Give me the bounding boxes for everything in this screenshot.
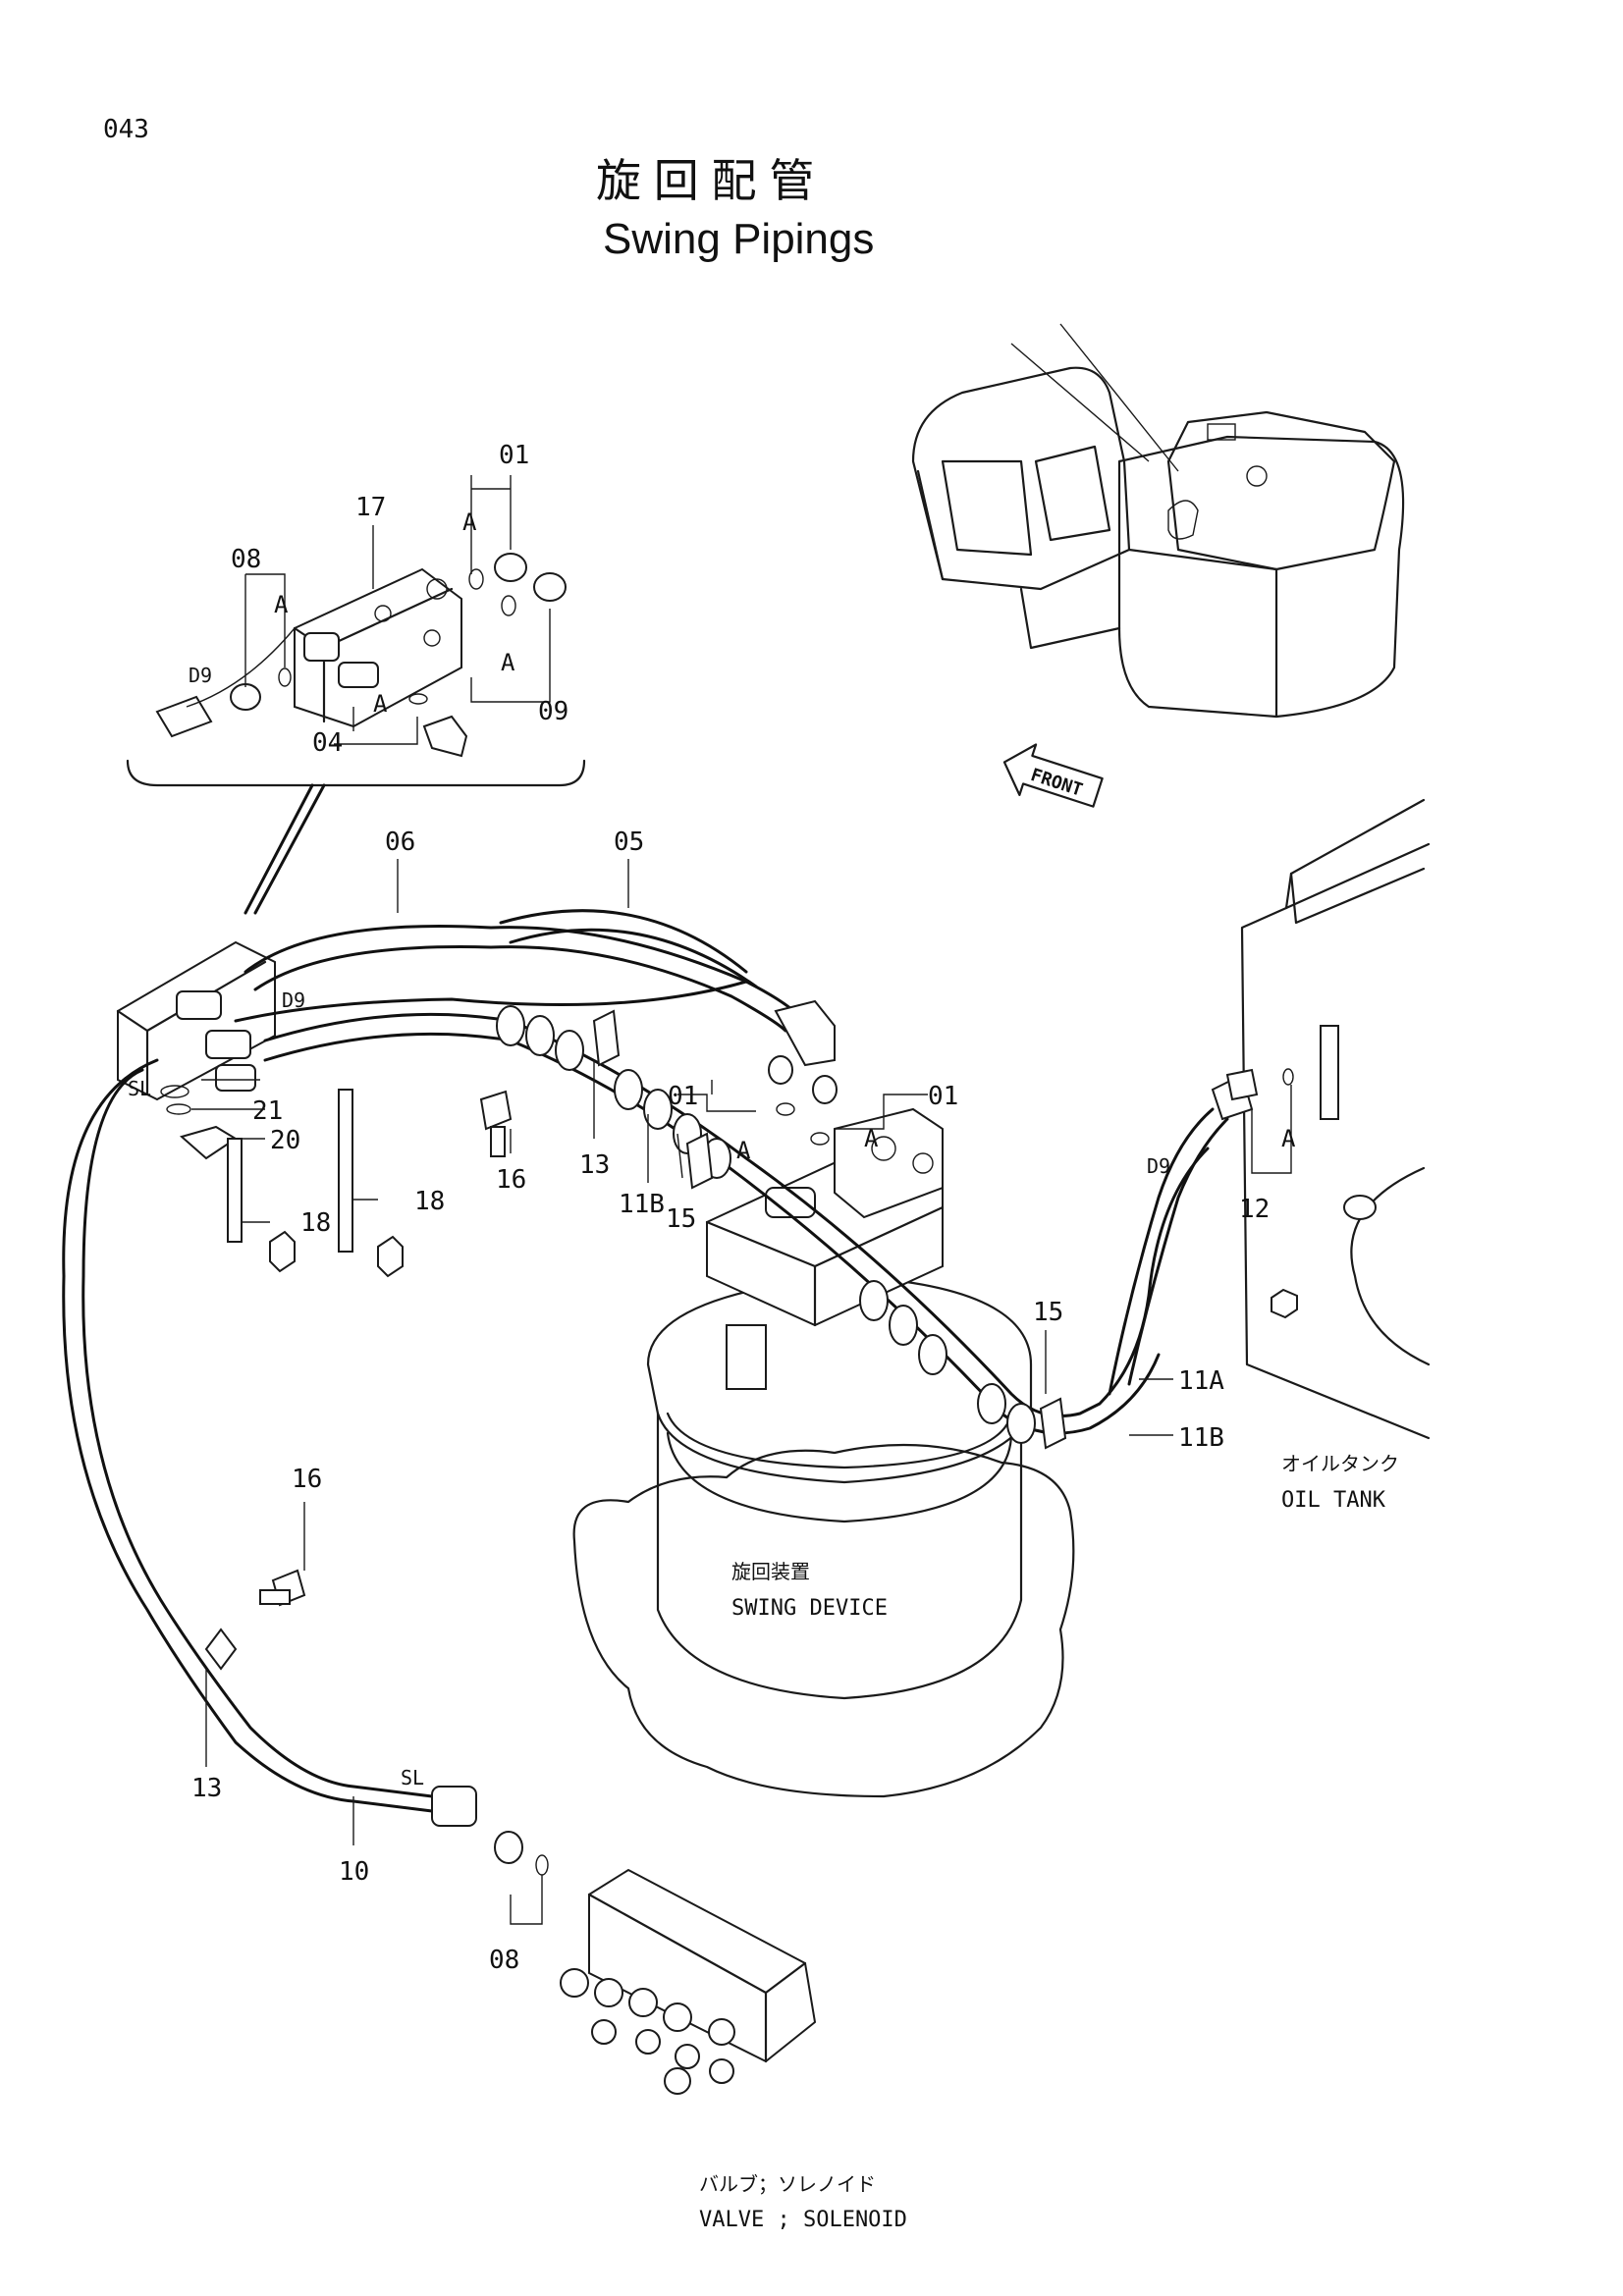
callout-13-a: 13 xyxy=(579,1150,610,1180)
callout-21: 21 xyxy=(252,1096,283,1126)
detail-valve-block xyxy=(293,567,462,728)
solenoid-valve: バルブ；ソレノイド VALVE ; SOLENOID xyxy=(560,1868,907,2232)
upper-valve-block xyxy=(116,940,276,1160)
swing-device-jp: 旋回装置 xyxy=(731,1561,810,1583)
swing-device-en: SWING DEVICE xyxy=(731,1596,888,1621)
callout-16-a: 16 xyxy=(496,1165,526,1195)
callout-11B-a: 11B xyxy=(619,1190,665,1219)
valve-en: VALVE ; SOLENOID xyxy=(699,2208,907,2232)
oil-tank-jp: オイルタンク xyxy=(1281,1453,1399,1475)
callout-17: 17 xyxy=(355,493,386,522)
oil-tank-en: OIL TANK xyxy=(1281,1488,1386,1513)
hose-guards xyxy=(496,999,1254,1450)
callout-A-4: A xyxy=(373,690,388,718)
callout-09: 09 xyxy=(538,697,568,726)
swing-device: 旋回装置 SWING DEVICE xyxy=(572,1107,1075,1798)
title-japanese: 旋 回 配 管 xyxy=(596,155,814,206)
callout-08-bottom: 08 xyxy=(489,1946,519,1975)
callout-A-1: A xyxy=(462,508,477,536)
detail-leaders xyxy=(244,475,551,745)
callout-SL-2: SL xyxy=(401,1766,424,1789)
callout-15-a: 15 xyxy=(666,1204,696,1234)
callout-13-b: 13 xyxy=(191,1774,222,1803)
callout-SL-1: SL xyxy=(128,1077,151,1100)
title-english: Swing Pipings xyxy=(603,215,874,263)
callout-20: 20 xyxy=(270,1126,300,1155)
callout-16-b: 16 xyxy=(292,1465,322,1494)
small-parts xyxy=(204,1055,1294,1876)
callout-A-6: A xyxy=(864,1125,879,1152)
callout-leaders xyxy=(191,859,1292,1925)
callout-18-a: 18 xyxy=(414,1187,445,1216)
page-number: 043 xyxy=(103,115,149,144)
callout-05: 05 xyxy=(614,828,644,857)
callout-18-b: 18 xyxy=(300,1208,331,1238)
callout-15-b: 15 xyxy=(1033,1298,1063,1327)
callout-06: 06 xyxy=(385,828,415,857)
callout-A-7: A xyxy=(1281,1125,1296,1152)
front-arrow: FRONT xyxy=(1002,743,1104,808)
callout-10: 10 xyxy=(339,1857,369,1887)
callout-01-mid-right: 01 xyxy=(928,1082,958,1111)
callout-A-2: A xyxy=(274,591,289,618)
callout-04: 04 xyxy=(312,728,343,758)
callout-08-top: 08 xyxy=(231,545,261,574)
callout-01-top: 01 xyxy=(499,441,529,470)
callout-D9-2: D9 xyxy=(282,988,305,1012)
excavator-overview xyxy=(911,323,1405,719)
callout-D9-3: D9 xyxy=(1147,1154,1170,1178)
detail-bracket xyxy=(126,759,586,915)
callout-D9-1: D9 xyxy=(189,664,212,687)
callout-12: 12 xyxy=(1239,1195,1270,1224)
detail-fittings xyxy=(155,553,567,758)
callout-01-mid-left: 01 xyxy=(668,1082,698,1111)
oil-tank xyxy=(1240,798,1431,1440)
callout-11A: 11A xyxy=(1178,1366,1224,1396)
valve-jp: バルブ；ソレノイド xyxy=(699,2172,876,2196)
callout-A-5: A xyxy=(736,1137,751,1164)
callout-11B-b: 11B xyxy=(1178,1423,1224,1453)
callout-numbers: 01 17 08 A A A D9 A 04 09 06 05 D9 SL 21… xyxy=(128,441,1296,1975)
callout-A-3: A xyxy=(501,649,515,676)
